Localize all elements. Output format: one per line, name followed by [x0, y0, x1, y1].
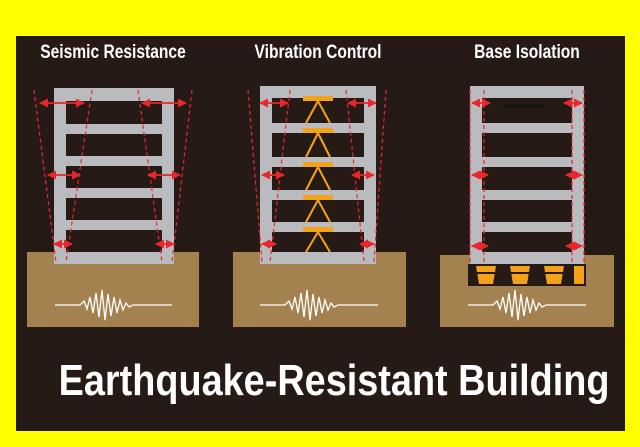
main-title: Earthquake-Resistant Building: [58, 356, 610, 405]
panel-title-vibration-control: Vibration Control: [254, 42, 382, 63]
building-frame: [54, 88, 174, 264]
panel-seismic-resistance: [27, 88, 199, 327]
alignment-lines: [469, 90, 585, 262]
panel-vibration-control: [233, 86, 406, 327]
top-floor-accent: [504, 104, 544, 108]
dampers: [303, 96, 333, 253]
isolation-bearings: [468, 264, 586, 286]
force-arrows: [259, 98, 377, 249]
ground-block: [27, 252, 199, 327]
force-arrows: [471, 98, 583, 251]
panel-title-base-isolation: Base Isolation: [474, 42, 580, 63]
panel-base-isolation: [440, 86, 614, 327]
seismic-wave: [260, 289, 378, 321]
seismic-wave: [55, 289, 172, 321]
ground-block: [233, 252, 406, 327]
panel-title-seismic-resistance: Seismic Resistance: [40, 42, 186, 63]
diagram-background: [16, 36, 625, 431]
seismic-wave: [468, 289, 586, 321]
force-arrows: [39, 98, 187, 249]
